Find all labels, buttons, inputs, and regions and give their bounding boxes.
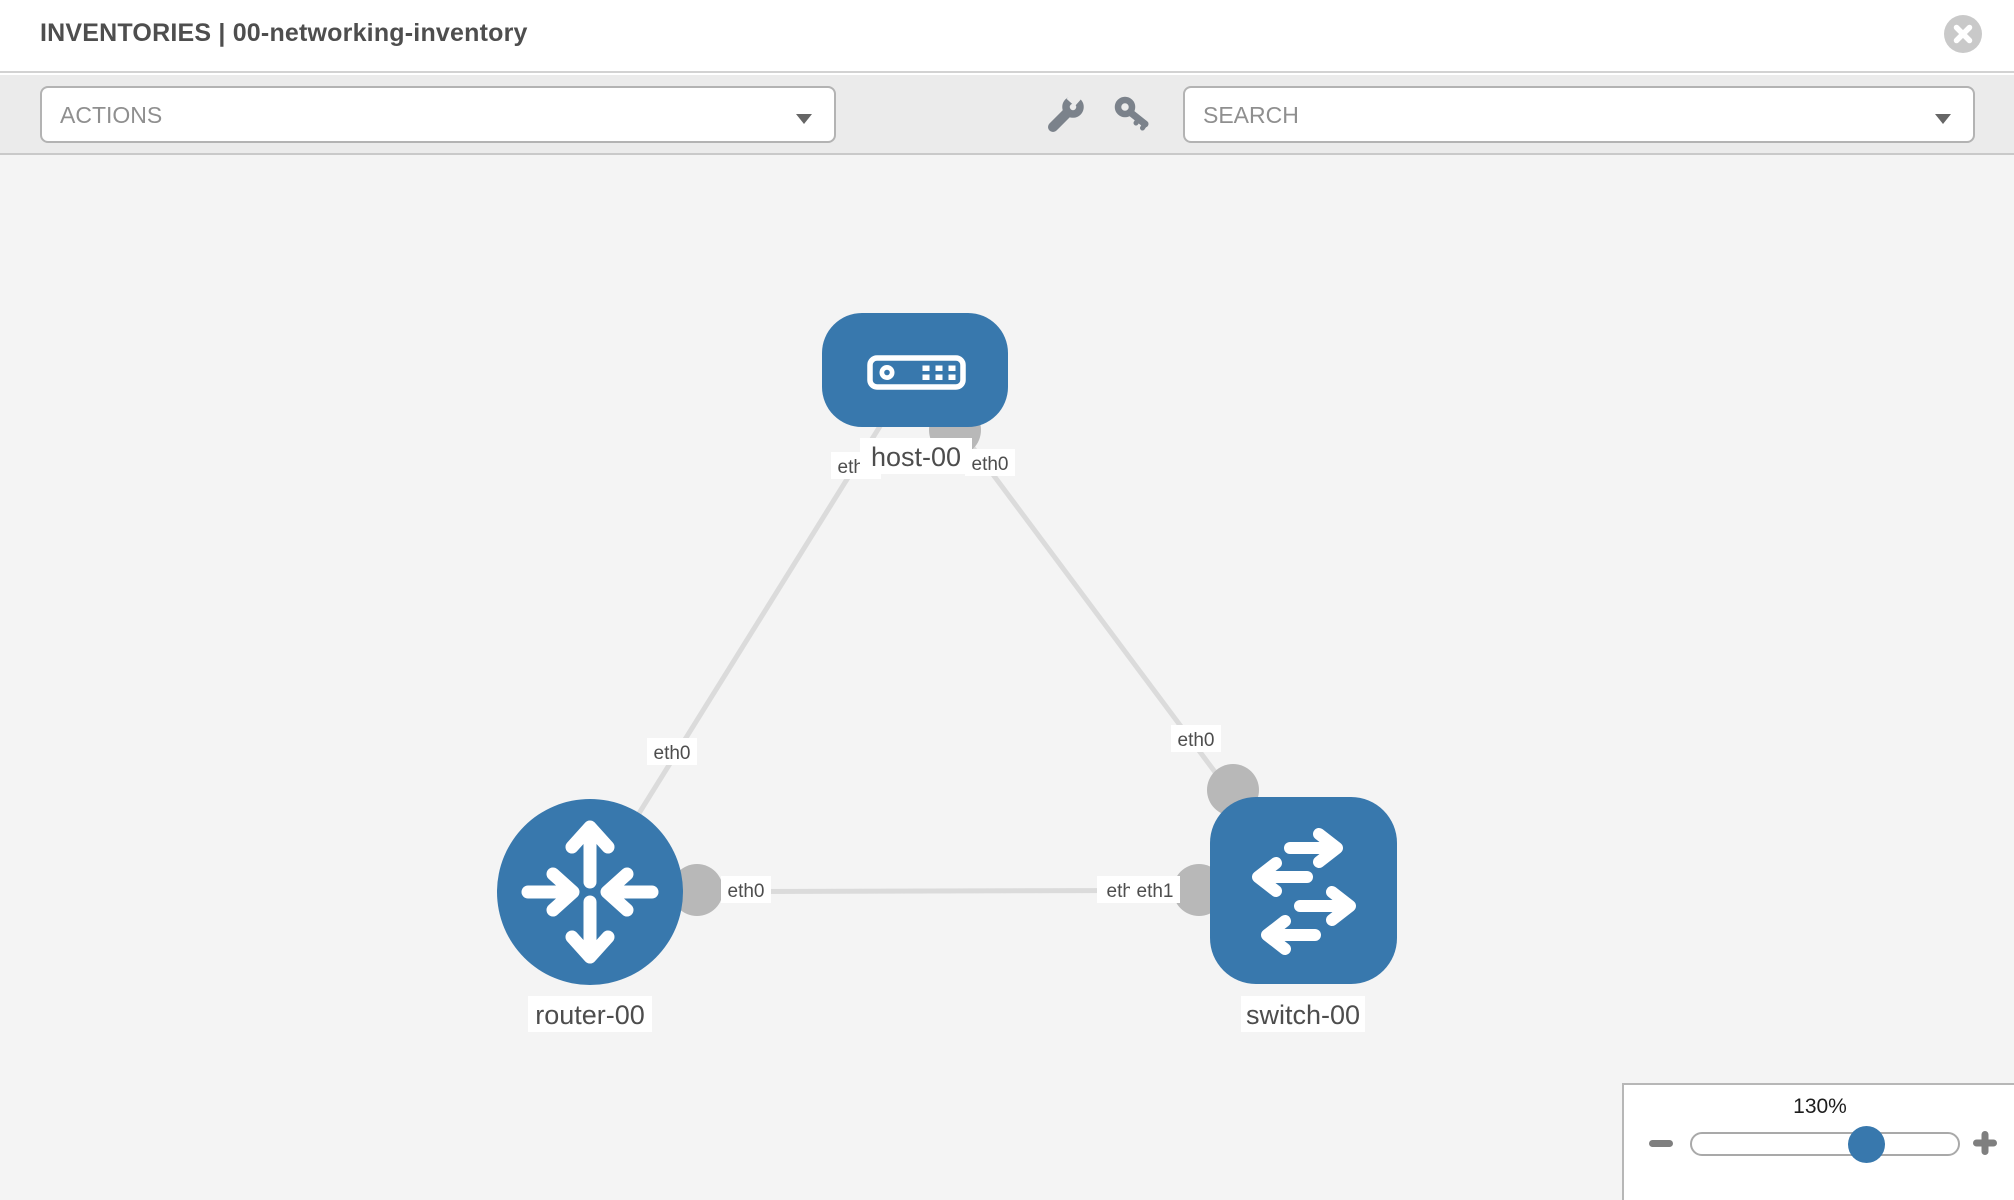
toolbar: ACTIONS bbox=[0, 75, 2014, 155]
chevron-down-icon bbox=[796, 112, 812, 130]
page-title: INVENTORIES | 00-networking-inventory bbox=[40, 19, 528, 47]
interface-labels: eth0 eth0 eth0 eth0 eth0 eth0 eth1 bbox=[647, 449, 1221, 903]
host-icon bbox=[867, 355, 966, 390]
switch-icon bbox=[1252, 828, 1356, 955]
node-switch-00[interactable] bbox=[1210, 797, 1397, 984]
interface-dot bbox=[671, 864, 723, 916]
credentials-button[interactable] bbox=[1110, 93, 1156, 139]
interface-label: eth0 bbox=[728, 881, 765, 902]
interface-label: eth0 bbox=[972, 454, 1009, 475]
close-button[interactable] bbox=[1943, 14, 1983, 54]
node-labels: host-00 router-00 switch-00 bbox=[528, 438, 1365, 1032]
plus-icon bbox=[1972, 1130, 1998, 1159]
search-placeholder: SEARCH bbox=[1203, 102, 1299, 128]
zoom-slider[interactable] bbox=[1690, 1126, 1960, 1163]
header: INVENTORIES | 00-networking-inventory bbox=[0, 0, 2014, 73]
zoom-out-button[interactable] bbox=[1646, 1129, 1676, 1159]
node-router-00[interactable] bbox=[497, 799, 683, 985]
close-icon bbox=[1943, 15, 1983, 57]
interface-label: eth0 bbox=[1178, 730, 1215, 751]
topology-canvas[interactable]: eth0 eth0 eth0 eth0 eth0 eth0 eth1 host-… bbox=[0, 155, 2014, 1200]
zoom-in-button[interactable] bbox=[1970, 1129, 2000, 1159]
search-dropdown[interactable]: SEARCH bbox=[1183, 86, 1975, 143]
router-icon bbox=[521, 820, 659, 964]
node-host-00[interactable] bbox=[822, 313, 1008, 427]
node-label-host: host-00 bbox=[871, 442, 961, 472]
topology-graph: eth0 eth0 eth0 eth0 eth0 eth0 eth1 host-… bbox=[497, 313, 1397, 1032]
wrench-icon bbox=[1043, 89, 1087, 140]
interface-label: eth0 bbox=[654, 743, 691, 764]
node-label-router: router-00 bbox=[535, 1000, 645, 1030]
chevron-down-icon bbox=[1935, 112, 1951, 130]
zoom-panel: 130% bbox=[1622, 1083, 2014, 1200]
actions-dropdown[interactable]: ACTIONS bbox=[40, 86, 836, 143]
zoom-level: 130% bbox=[1793, 1095, 1847, 1118]
actions-dropdown-label: ACTIONS bbox=[60, 102, 163, 128]
interface-dots bbox=[671, 404, 1259, 916]
interface-label: eth1 bbox=[1137, 881, 1174, 902]
configure-button[interactable] bbox=[1042, 89, 1088, 140]
minus-icon bbox=[1648, 1139, 1674, 1159]
key-icon bbox=[1111, 96, 1155, 140]
zoom-slider-thumb[interactable] bbox=[1848, 1126, 1885, 1163]
node-label-switch: switch-00 bbox=[1246, 1000, 1360, 1030]
